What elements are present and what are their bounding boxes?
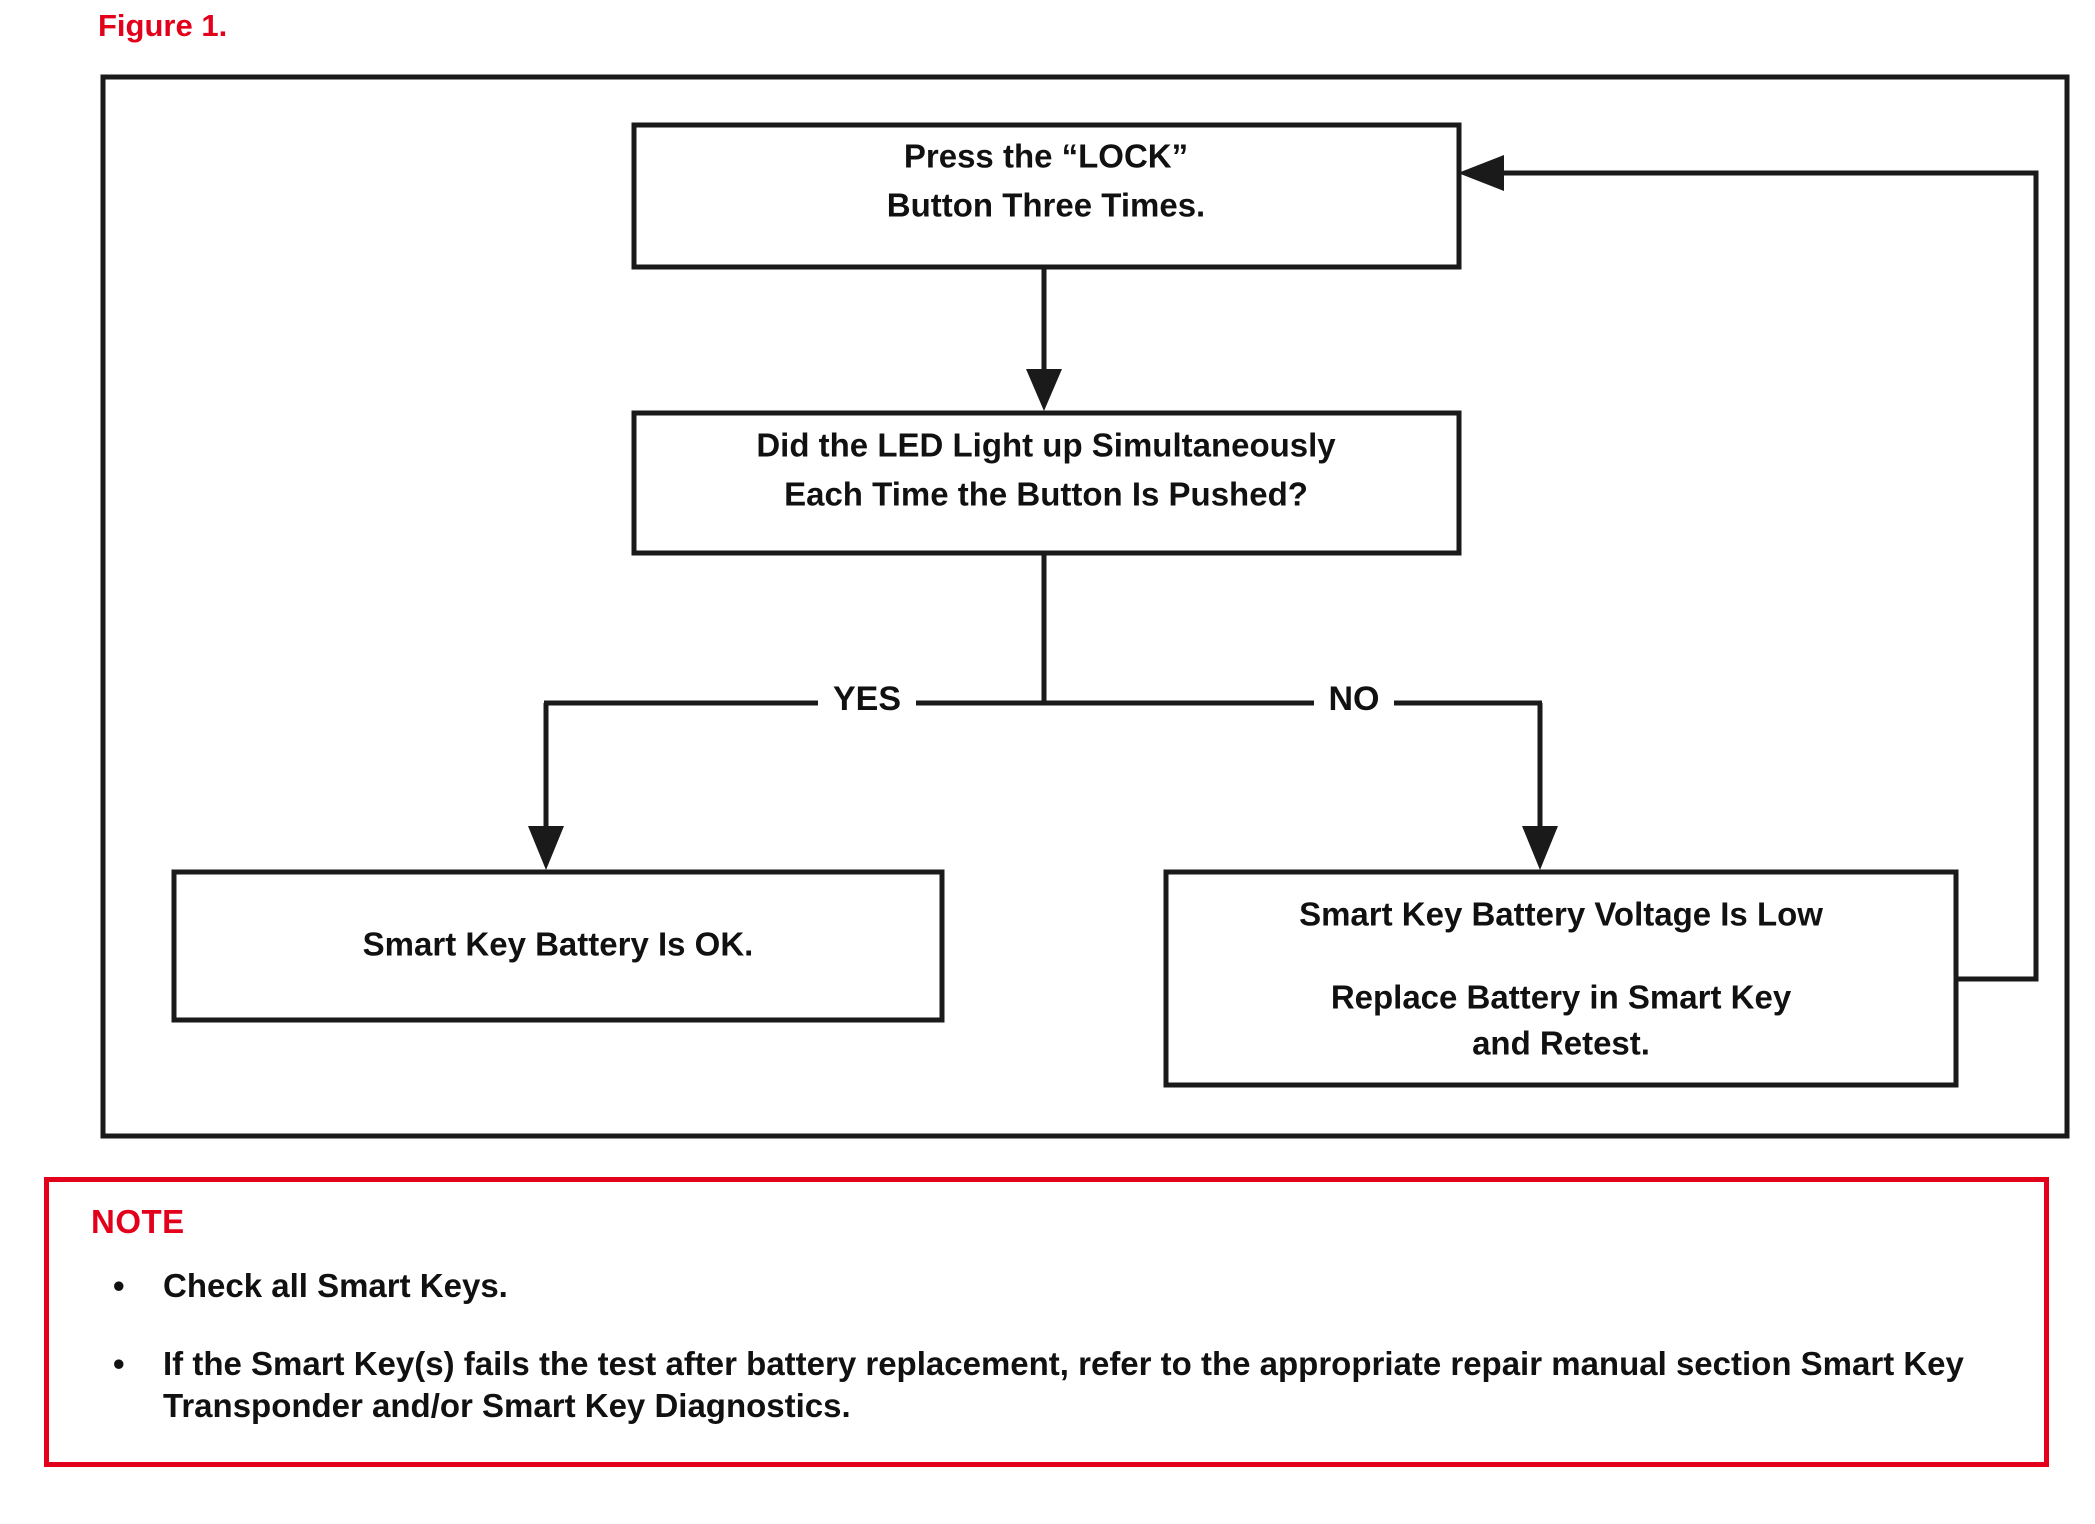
node-led-question-line2: Each Time the Button Is Pushed? <box>784 476 1308 513</box>
edge-retest-loop <box>1498 170 2039 982</box>
flowchart-svg: Press the “LOCK” Button Three Times. Did… <box>100 74 2070 1139</box>
note-list-item: • Check all Smart Keys. <box>91 1265 2001 1307</box>
node-press-lock-line1: Press the “LOCK” <box>904 138 1188 175</box>
bullet-icon: • <box>113 1267 125 1304</box>
node-battery-low-line2: Replace Battery in Smart Key <box>1331 979 1792 1016</box>
edge-retest-loop-arrowhead <box>1458 155 1504 191</box>
node-press-lock-box <box>631 122 1462 270</box>
node-battery-ok-line1: Smart Key Battery Is OK. <box>363 926 754 963</box>
note-panel: NOTE • Check all Smart Keys. • If the Sm… <box>44 1177 2049 1467</box>
node-battery-ok-box <box>171 869 945 1023</box>
bullet-icon: • <box>113 1345 125 1383</box>
flowchart-container: Press the “LOCK” Button Three Times. Did… <box>100 74 2070 1139</box>
figure-label: Figure 1. <box>98 8 228 43</box>
branch-label-no: NO <box>1329 680 1380 718</box>
note-bullet-list: • Check all Smart Keys. • If the Smart K… <box>91 1265 2001 1428</box>
node-battery-low-line1: Smart Key Battery Voltage Is Low <box>1299 896 1823 933</box>
node-battery-low-box <box>1163 869 1959 1088</box>
edge-start-to-decision-arrowhead <box>1026 369 1062 411</box>
node-led-question-line1: Did the LED Light up Simultaneously <box>756 427 1336 464</box>
node-press-lock-line2: Button Three Times. <box>887 187 1205 224</box>
edge-no-arrowhead <box>1522 826 1558 870</box>
note-list-item: • If the Smart Key(s) fails the test aft… <box>91 1343 2001 1427</box>
note-heading: NOTE <box>91 1203 185 1240</box>
edge-yes-arrowhead <box>528 826 564 870</box>
node-battery-low-line3: and Retest. <box>1472 1025 1650 1062</box>
note-item-text: If the Smart Key(s) fails the test after… <box>163 1345 1964 1425</box>
node-led-question-box <box>631 410 1462 556</box>
note-item-text: Check all Smart Keys. <box>163 1267 508 1304</box>
branch-label-yes: YES <box>833 680 901 718</box>
